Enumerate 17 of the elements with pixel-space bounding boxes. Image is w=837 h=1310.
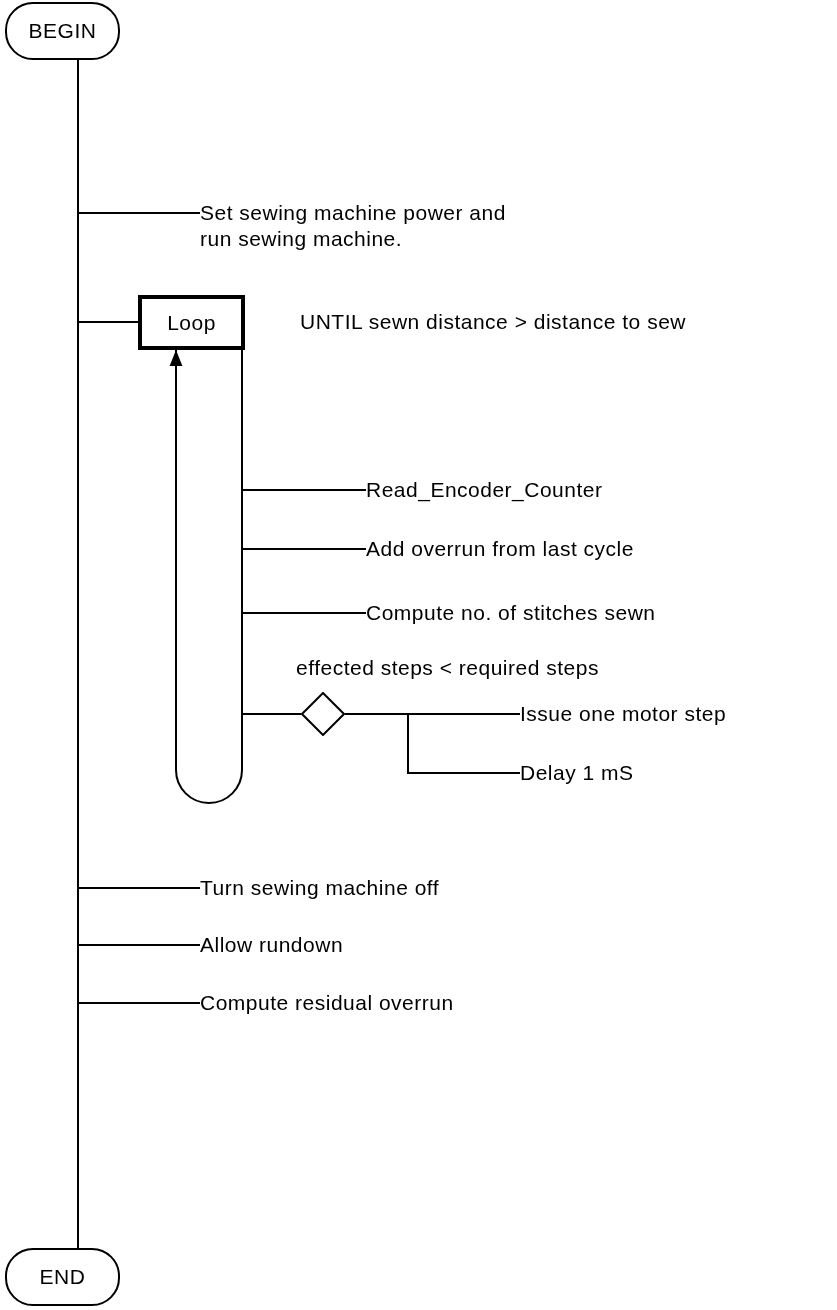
step-text: Delay 1 mS [520, 760, 634, 786]
step-text: Add overrun from last cycle [366, 536, 634, 562]
step-text: Compute no. of stitches sewn [366, 600, 656, 626]
step-text: Compute residual overrun [200, 990, 454, 1016]
step-text: Turn sewing machine off [200, 875, 440, 901]
loop-arrow [169, 349, 243, 804]
terminal-box: END [5, 1248, 120, 1306]
loop-box: Loop [138, 295, 245, 350]
connector-line [344, 713, 521, 774]
step-text: Issue one motor step [520, 701, 727, 727]
loop-condition-text: UNTIL sewn distance > distance to sew [300, 309, 686, 335]
condition-text: effected steps < required steps [296, 655, 599, 681]
terminal-box: BEGIN [5, 2, 120, 60]
step-text: Read_Encoder_Counter [366, 477, 603, 503]
step-text: Allow rundown [200, 932, 344, 958]
step-text: Set sewing machine power and run sewing machine. [200, 200, 520, 252]
decision-diamond [301, 692, 345, 736]
